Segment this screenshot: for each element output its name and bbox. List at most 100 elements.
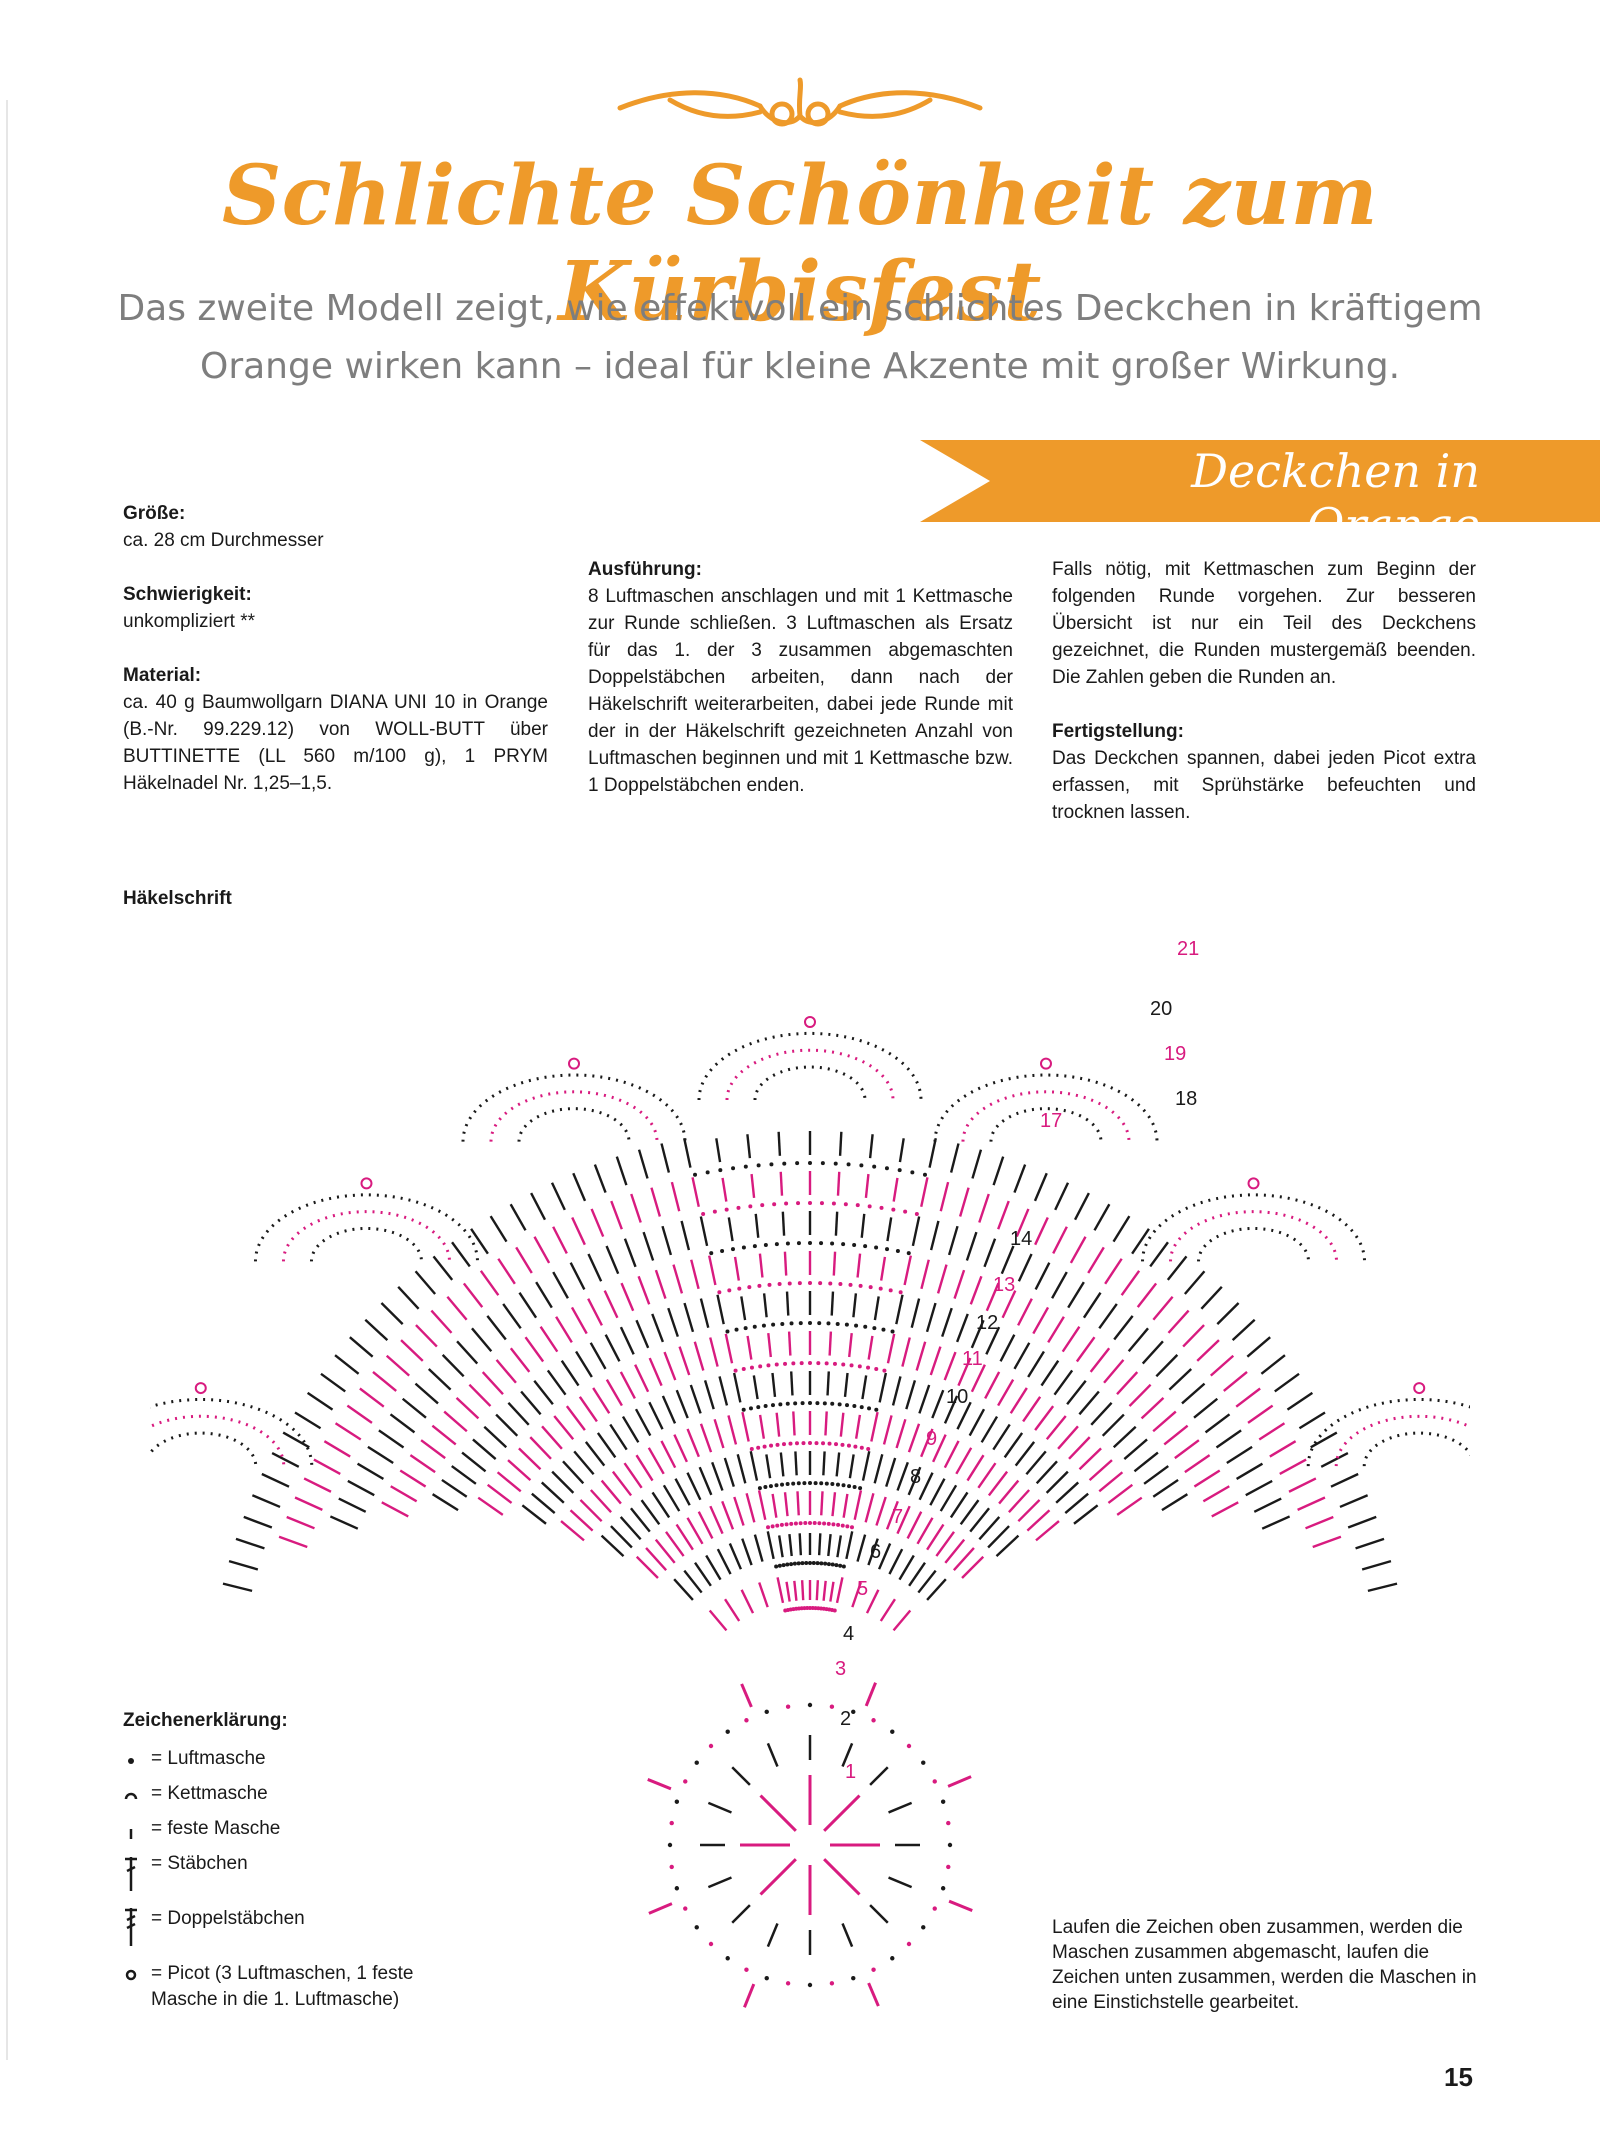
double-crochet-stitch (941, 1307, 953, 1337)
double-crochet-stitch (1235, 1387, 1261, 1408)
double-crochet-stitch (749, 1450, 759, 1481)
round-number: 5 (857, 1578, 868, 1600)
chain-stitch-dot (779, 1522, 784, 1527)
double-crochet-stitch (1149, 1241, 1169, 1268)
double-crochet-stitch (689, 1384, 702, 1414)
double-crochet-stitch (1235, 1462, 1264, 1480)
double-crochet-stitch (495, 1413, 519, 1437)
double-crochet-stitch (977, 1462, 997, 1489)
info-column-1: Größe: ca. 28 cm Durchmesser Schwierigke… (123, 500, 548, 797)
double-crochet-stitch (665, 1531, 685, 1557)
double-crochet-stitch (892, 1609, 912, 1632)
chain-stitch-dot (841, 1564, 846, 1569)
double-crochet-stitch (699, 1216, 709, 1247)
diagram-label: Häkelschrift (123, 888, 232, 909)
double-crochet-stitch (1367, 1582, 1398, 1593)
chain-stitch-dot (854, 1323, 859, 1328)
double-crochet-stitch (882, 1415, 893, 1445)
double-crochet-stitch (1112, 1215, 1131, 1243)
double-crochet-stitch (997, 1200, 1010, 1230)
chain-stitch-dot (838, 1563, 843, 1568)
chain-stitch-dot (881, 1327, 886, 1332)
petal-stitch (948, 1899, 973, 1912)
double-crochet-stitch (698, 1466, 713, 1496)
chain-stitch-dot (803, 1521, 808, 1526)
double-crochet-stitch (443, 1410, 468, 1433)
double-crochet-stitch (683, 1302, 695, 1333)
double-crochet-stitch (1014, 1441, 1036, 1467)
chain-stitch-dot (863, 1244, 868, 1249)
double-crochet-stitch (794, 1451, 798, 1476)
double-crochet-stitch (943, 1440, 960, 1469)
double-crochet-stitch (621, 1415, 640, 1443)
double-crochet-stitch (1223, 1370, 1248, 1392)
double-crochet-stitch (414, 1270, 437, 1295)
double-crochet-stitch (1078, 1390, 1100, 1416)
chain-stitch-dot (774, 1564, 779, 1569)
double-crochet-stitch (541, 1425, 563, 1450)
chain-stitch-dot (852, 1404, 857, 1409)
chain-stitch-dot (859, 1163, 864, 1168)
double-crochet-stitch (515, 1246, 533, 1274)
double-crochet-stitch (1017, 1499, 1041, 1523)
arch-stitch-row (253, 1193, 479, 1262)
double-crochet-stitch (673, 1434, 688, 1463)
page-number: 15 (1444, 2062, 1473, 2092)
chain-stitch-dot (766, 1363, 771, 1368)
double-crochet-stitch (842, 1493, 849, 1518)
chain-stitch-dot (921, 1925, 926, 1930)
double-crochet-stitch (1274, 1372, 1300, 1393)
double-crochet-stitch (472, 1438, 497, 1460)
chain-stitch-dot (837, 1402, 842, 1407)
chain-stitch-dot (743, 1326, 748, 1331)
double-crochet-stitch (1253, 1497, 1282, 1513)
double-crochet-stitch (824, 1411, 828, 1436)
legend-item-treble: = Doppelstäbchen (123, 1906, 503, 1961)
double-crochet-stitch (864, 1493, 875, 1523)
double-crochet-stitch (334, 1354, 360, 1375)
double-crochet-stitch (790, 1371, 794, 1396)
double-crochet-stitch (785, 1581, 791, 1602)
double-crochet-stitch (983, 1238, 997, 1268)
chain-stitch-dot (946, 1820, 951, 1826)
double-crochet-stitch (1231, 1318, 1256, 1342)
double-crochet-stitch (509, 1203, 527, 1231)
chain-stitch-dot (789, 1521, 794, 1526)
chain-stitch-dot (874, 1407, 879, 1412)
double-crochet-stitch (1123, 1438, 1148, 1460)
double-crochet-stitch (851, 1582, 862, 1608)
round-number: 18 (1175, 1088, 1197, 1110)
double-crochet-stitch (550, 1182, 566, 1211)
double-crochet-stitch (968, 1408, 986, 1437)
double-crochet-stitch (414, 1382, 439, 1405)
double-crochet-stitch (320, 1372, 346, 1393)
double-crochet-stitch (822, 1580, 827, 1601)
double-crochet-stitch (456, 1340, 479, 1365)
double-crochet-stitch (757, 1490, 767, 1520)
double-crochet-stitch (800, 1580, 805, 1601)
double-crochet-stitch (1008, 1489, 1031, 1513)
double-crochet-stitch (673, 1578, 694, 1601)
double-crochet-stitch (969, 1275, 983, 1305)
double-crochet-stitch (984, 1371, 1001, 1399)
double-crochet-stitch (611, 1470, 633, 1497)
round-number: 1 (845, 1761, 856, 1783)
stitch-note: Laufen die Zeichen oben zusammen, werden… (1052, 1917, 1477, 2013)
chain-stitch-dot (817, 1521, 822, 1526)
double-crochet-stitch (985, 1282, 1000, 1312)
chain-stitch-dot (770, 1524, 775, 1529)
center-stitch (759, 1858, 797, 1896)
double-crochet-stitch (1025, 1450, 1047, 1476)
chain-stitch-dot (835, 1321, 840, 1326)
chain-stitch-dot (846, 1443, 851, 1448)
chain-stitch-dot (736, 1205, 741, 1210)
chain-stitch-dot (851, 1709, 856, 1715)
double-crochet-stitch (479, 1270, 500, 1296)
arch-stitch-row (517, 1107, 631, 1142)
legend-item-slip: = Kettmasche (123, 1781, 503, 1816)
double-crochet-stitch (507, 1459, 532, 1481)
double-crochet-stitch (674, 1478, 691, 1506)
chain-stitch-dot (774, 1242, 779, 1247)
arch-stitch-row (933, 1073, 1159, 1142)
legend: Zeichenerklärung: = Luftmasche = Kettmas… (123, 1708, 503, 2021)
